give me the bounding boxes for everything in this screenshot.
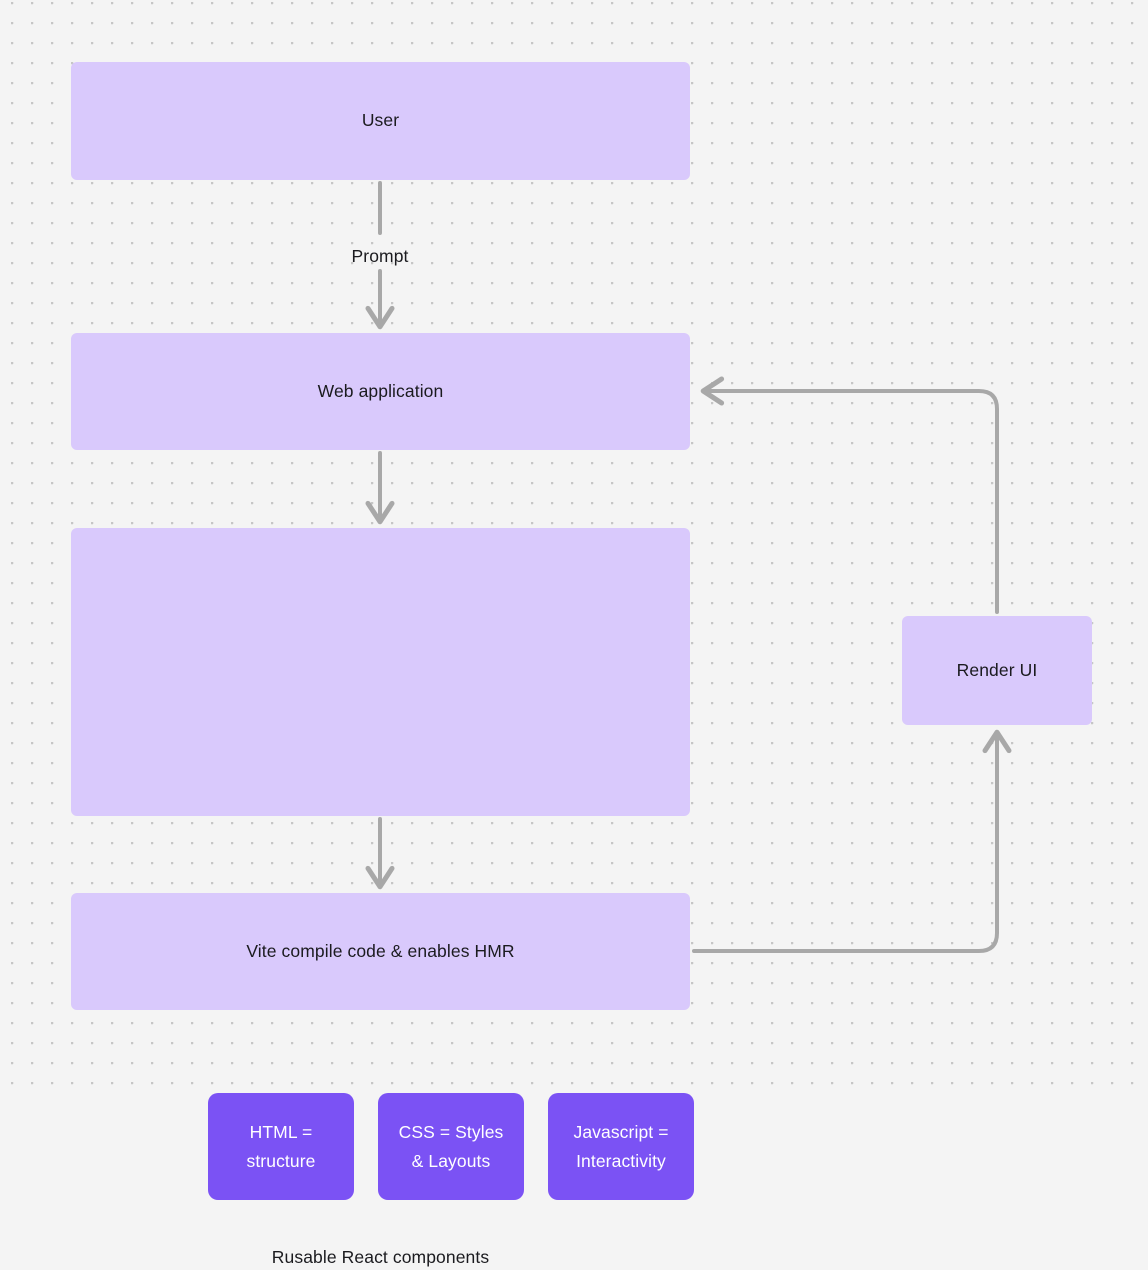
node-javascript-label: Javascript = Interactivity xyxy=(573,1122,669,1171)
node-javascript[interactable]: Javascript = Interactivity xyxy=(548,1093,694,1200)
node-reusable-react-components[interactable]: HTML = structure CSS = Styles & Layouts … xyxy=(71,528,694,1267)
node-html-label: HTML = structure xyxy=(246,1122,316,1171)
node-html[interactable]: HTML = structure xyxy=(208,1093,354,1200)
node-reusable-react-components-label: Rusable React components xyxy=(271,1247,490,1267)
node-web-application-label: Web application xyxy=(317,380,444,401)
node-user-label: User xyxy=(361,110,400,131)
node-css-label: CSS = Styles & Layouts xyxy=(398,1122,504,1171)
edge-vite-to-render xyxy=(692,729,1012,953)
node-web-application[interactable]: Web application xyxy=(71,333,690,450)
node-css[interactable]: CSS = Styles & Layouts xyxy=(378,1093,524,1200)
node-render-ui[interactable]: Render UI xyxy=(902,616,1092,725)
node-user[interactable]: User xyxy=(71,62,690,180)
edge-label-prompt: Prompt xyxy=(351,246,409,266)
node-render-ui-label: Render UI xyxy=(956,659,1038,680)
edge-render-to-webapp xyxy=(700,376,999,614)
node-vite-compile-label: Vite compile code & enables HMR xyxy=(246,940,515,961)
node-vite-compile[interactable]: Vite compile code & enables HMR xyxy=(71,893,690,1010)
